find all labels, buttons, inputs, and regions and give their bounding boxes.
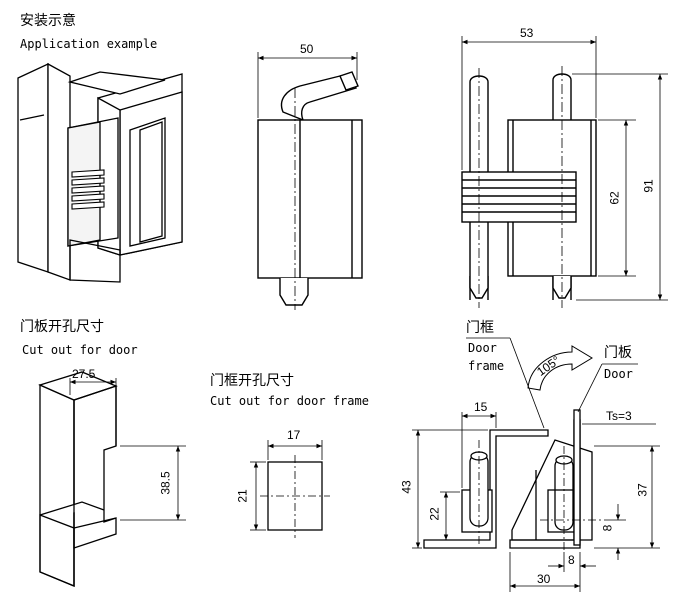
section-frame-label-en-1: Door — [468, 341, 497, 355]
door-cutout-drawing — [38, 371, 118, 587]
dim-label-8-right: 8 — [600, 524, 615, 532]
dim-label-50: 50 — [300, 42, 314, 56]
dim-label-21: 21 — [235, 489, 250, 503]
dim-label-62: 62 — [607, 191, 622, 205]
dim-label-91: 91 — [641, 179, 656, 193]
dim-label-8-bottom: 8 — [568, 553, 575, 567]
side-view-drawing — [257, 71, 363, 306]
section-door-label-en: Door — [604, 367, 633, 381]
application-title-cn: 安装示意 — [20, 13, 76, 29]
dim-label-37: 37 — [635, 483, 650, 497]
dim-label-22: 22 — [427, 507, 442, 521]
section-dimensions — [412, 412, 660, 592]
dim-50 — [257, 52, 358, 118]
dim-label-53: 53 — [520, 26, 534, 40]
section-view-drawing — [423, 409, 593, 549]
dim-53-62-91 — [461, 36, 668, 301]
frame-cutout-title-cn: 门框开孔尺寸 — [210, 373, 294, 389]
application-title-en: Application example — [20, 37, 158, 51]
section-frame-label-cn: 门框 — [466, 320, 494, 336]
dim-label-17: 17 — [287, 428, 301, 442]
section-frame-label-en-2: frame — [468, 359, 505, 373]
front-view-drawing — [461, 73, 597, 300]
door-cutout-title-cn: 门板开孔尺寸 — [20, 319, 104, 335]
section-door-label-cn: 门板 — [604, 345, 632, 361]
frame-cutout-title-en: Cut out for door frame — [210, 394, 369, 408]
dim-label-27-5: 27.5 — [72, 367, 96, 381]
rotation-arrow — [527, 345, 593, 391]
dim-label-15: 15 — [474, 400, 488, 414]
door-cutout-title-en: Cut out for door — [22, 343, 138, 357]
dim-label-43: 43 — [399, 480, 414, 494]
dim-label-38-5: 38.5 — [158, 471, 173, 495]
section-leaders — [466, 337, 656, 429]
frame-cutout-drawing — [260, 455, 330, 538]
application-example-drawing — [17, 62, 183, 283]
dim-frame-cut — [250, 440, 323, 531]
thickness-label: Ts=3 — [606, 409, 632, 423]
dim-door-cut — [69, 378, 186, 521]
dim-label-30: 30 — [537, 572, 551, 586]
